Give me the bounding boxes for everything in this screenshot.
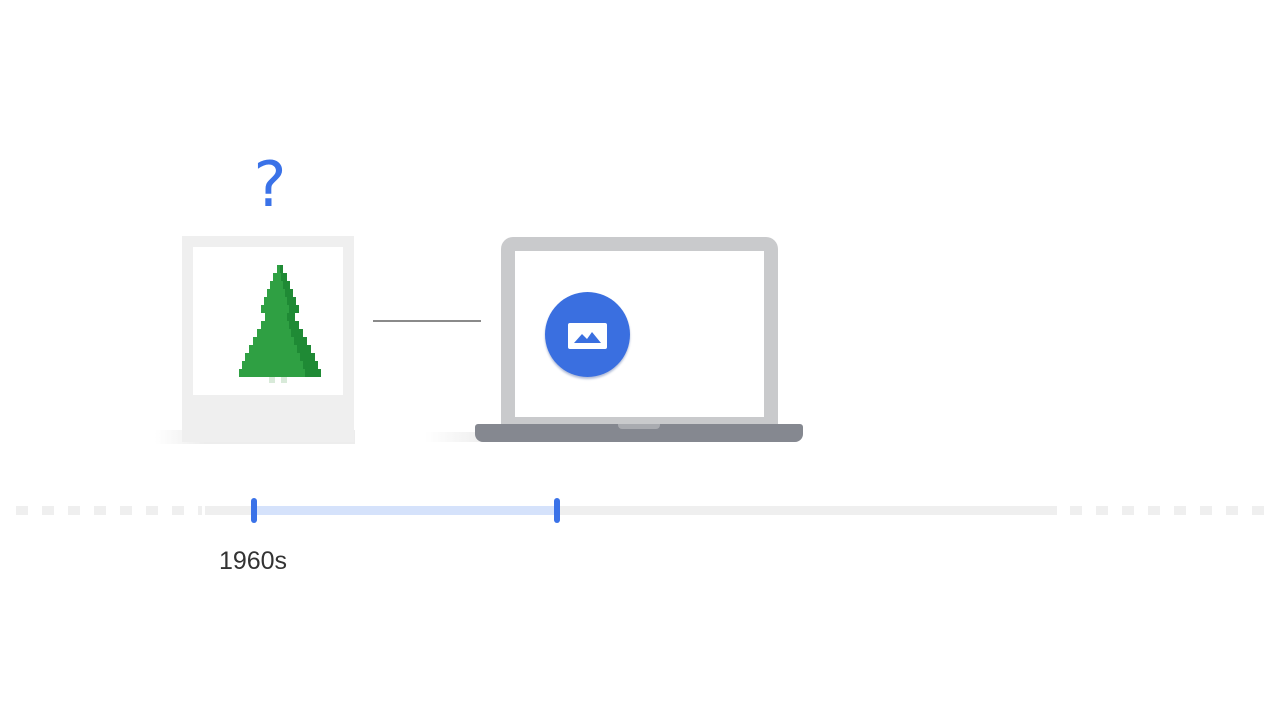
timeline-start-label: 1960s xyxy=(218,547,288,575)
laptop-shadow xyxy=(425,432,505,442)
question-mark: ? xyxy=(253,148,287,221)
image-icon xyxy=(545,292,630,377)
laptop-notch xyxy=(618,424,660,429)
timeline-start-marker xyxy=(251,498,257,523)
timeline-future-dashes xyxy=(1070,506,1264,515)
timeline-past-dashes xyxy=(16,506,202,515)
timeline-track xyxy=(205,506,1057,515)
connector-line xyxy=(373,320,481,322)
timeline-end-marker xyxy=(554,498,560,523)
laptop xyxy=(501,237,778,427)
old-photo xyxy=(182,236,354,442)
timeline-range xyxy=(254,506,557,515)
photo-image xyxy=(193,247,343,395)
pixelated-tree-icon xyxy=(239,265,321,383)
laptop-base xyxy=(475,424,803,442)
